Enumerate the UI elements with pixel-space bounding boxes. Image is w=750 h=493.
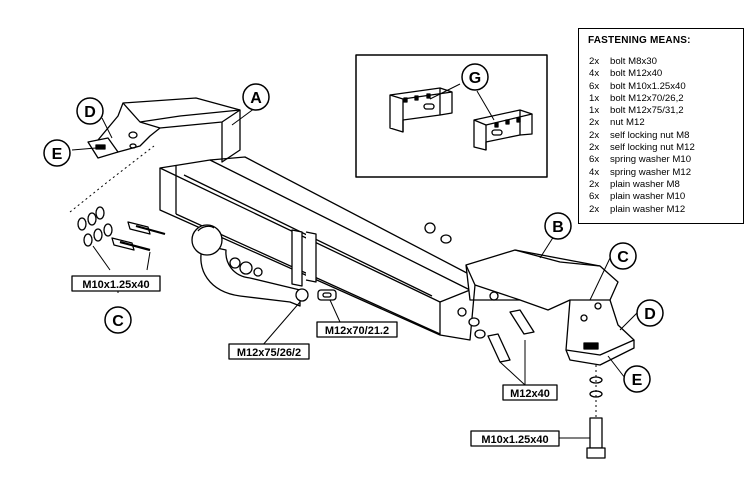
right-side-bracket [439,249,635,366]
detail-inset-box [355,54,548,178]
label-m10-bottom: M10x1.25x40 [470,430,560,447]
callout-g: G [461,63,489,91]
callout-c-right: C [609,242,637,270]
fastening-item: 2x plain washer M8 [589,179,695,191]
label-m12x70: M12x70/21.2 [316,321,398,338]
fastening-item: 1x bolt M12x70/26,2 [589,93,695,105]
callout-g-label: G [469,70,481,87]
fastening-item-qty: 4x [589,68,600,80]
fastening-item-qty: 2x [589,117,600,129]
callout-c-right-label: C [617,249,629,266]
fastening-item-desc: nut M12 [610,117,645,129]
fastening-item-desc: spring washer M12 [610,166,692,178]
callout-d-right-label: D [644,306,656,323]
fastening-item-qty: 6x [589,80,600,92]
towball-neck [191,224,337,307]
fastening-means-box: FASTENING MEANS: 2x bolt M8x30 4x bolt M12x… [578,28,744,224]
fastening-item-desc: bolt M10x1.25x40 [610,80,686,92]
fastening-item-desc: plain washer M10 [610,191,686,203]
label-m10-left-text: M10x1.25x40 [82,279,149,291]
fastening-item-desc: bolt M12x75/31,2 [610,105,684,117]
fastening-item: 6x plain washer M10 [589,191,695,203]
callout-a-label: A [250,90,262,107]
fastening-item-qty: 1x [589,92,600,104]
fastening-item-qty: 1x [589,105,600,117]
fastening-item-qty: 4x [589,166,600,178]
fastening-item-qty: 2x [589,178,600,190]
fastening-item: 6x bolt M10x1.25x40 [589,81,695,93]
leader-lines [71,107,638,439]
fastening-item-qty: 2x [589,129,600,141]
callout-b: B [544,212,572,240]
callout-e-right: E [623,365,651,393]
callout-d-left-label: D [84,104,96,121]
callout-d-left: D [76,97,104,125]
fastening-means-list: 2x bolt M8x30 4x bolt M12x40 6x bolt M10x1.25… [589,56,695,216]
fastening-means-title: FASTENING MEANS: [588,35,691,46]
fastening-item-desc: self locking nut M8 [610,129,690,141]
fastening-item-desc: bolt M8x30 [610,56,657,67]
fastening-item-desc: spring washer M10 [610,154,692,166]
callout-e-left-label: E [52,146,63,163]
fastening-item: 2x bolt M8x30 [589,56,695,68]
fastening-item: 6x spring washer M10 [589,154,695,166]
fastening-item-desc: self locking nut M12 [610,142,695,154]
fastening-item-qty: 2x [589,56,600,67]
detail-bracket-right [473,109,533,151]
callout-b-label: B [552,219,564,236]
right-fasteners [424,222,606,459]
callout-c-left: C [104,306,132,334]
callout-d-right: D [636,299,664,327]
fastening-item-desc: plain washer M12 [610,203,686,215]
left-fasteners [69,145,166,252]
fastening-item-desc: bolt M12x70/26,2 [610,92,684,104]
label-m12x70-text: M12x70/21.2 [325,325,389,337]
fastening-item-qty: 6x [589,191,600,203]
fastening-item-qty: 2x [589,142,600,154]
fastening-item: 2x nut M12 [589,117,695,129]
callout-e-right-label: E [632,372,643,389]
fastening-item: 2x self locking nut M8 [589,130,695,142]
fastening-item-desc: bolt M12x40 [610,68,663,80]
fastening-item-qty: 2x [589,203,600,215]
label-m12x75-text: M12x75/26/2 [237,347,301,359]
label-m10-left: M10x1.25x40 [71,275,161,292]
fastening-item: 4x spring washer M12 [589,167,695,179]
fastening-item-desc: plain washer M8 [610,178,680,190]
fastening-item: 4x bolt M12x40 [589,68,695,80]
callout-a: A [242,83,270,111]
callout-e-left: E [43,139,71,167]
left-side-bracket [87,97,241,163]
label-m12x40: M12x40 [502,384,558,401]
detail-bracket-left [389,87,453,133]
fastening-item-qty: 6x [589,154,600,166]
fastening-item: 1x bolt M12x75/31,2 [589,105,695,117]
label-m12x75: M12x75/26/2 [228,343,310,360]
callout-c-left-label: C [112,313,124,330]
label-m10-bottom-text: M10x1.25x40 [481,434,548,446]
fastening-item: 2x self locking nut M12 [589,142,695,154]
label-m12x40-text: M12x40 [510,388,550,400]
fastening-item: 2x plain washer M12 [589,204,695,216]
